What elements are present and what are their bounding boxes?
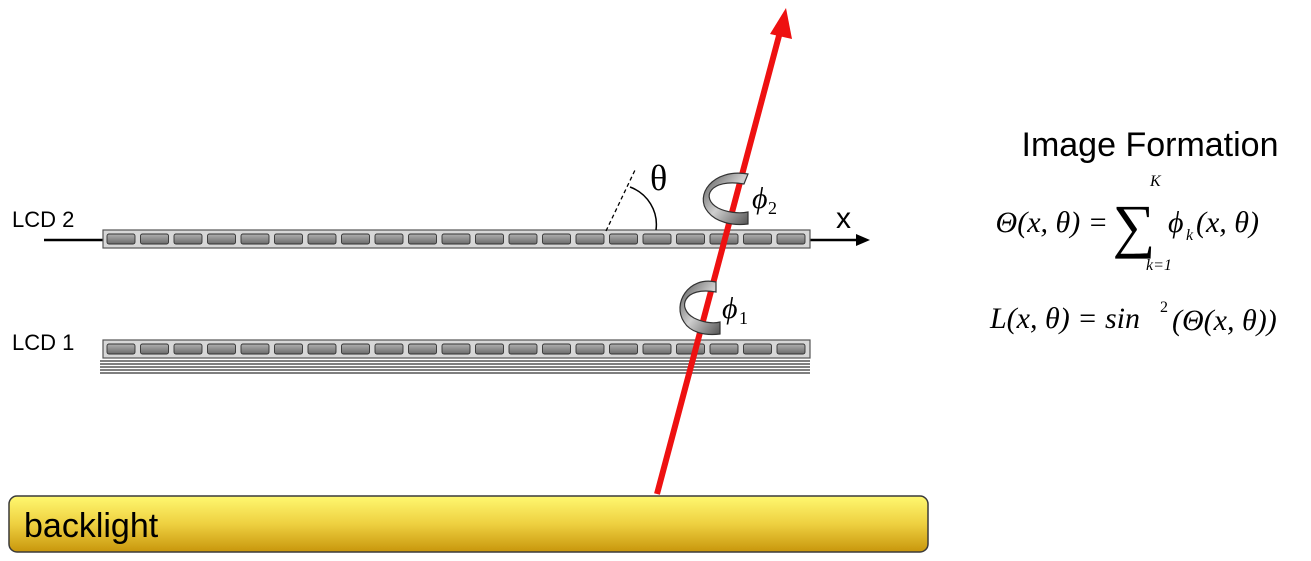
phi1-rotation-arrow-icon (679, 280, 721, 336)
x-axis-label: x (836, 202, 851, 235)
lcd2-pixel (240, 233, 270, 245)
lcd2-pixel (575, 233, 605, 245)
lcd1-pixel (475, 343, 504, 355)
phi1-subscript: 1 (739, 308, 748, 328)
lcd2-pixel (173, 233, 203, 245)
lcd1-pixel (207, 343, 236, 355)
eq1-term-args: (x, θ) (1196, 206, 1259, 239)
eq1-term: ϕ (1168, 206, 1184, 239)
lcd1-pixel (776, 343, 806, 355)
light-ray (654, 8, 792, 495)
phi2-subscript: 2 (768, 198, 777, 218)
lcd2-pixel (207, 233, 236, 245)
equation-luminance: L(x, θ) = sin 2 (Θ(x, θ)) (989, 299, 1277, 337)
lcd1-pixel (743, 343, 772, 355)
lcd1-pixel (676, 343, 705, 355)
lcd1-pixel (508, 343, 538, 355)
lcd1-pixel (709, 343, 739, 355)
lcd2-pixel (542, 233, 571, 245)
lcd2-pixel (140, 233, 169, 245)
lcd1-pixel (609, 343, 638, 355)
lcd1-pixel (106, 343, 136, 355)
lcd2-pixel (676, 233, 705, 245)
lcd2-pixel-row (106, 233, 806, 245)
lcd2-pixel (374, 233, 404, 245)
lcd2-panel (102, 229, 811, 249)
lcd1-pixel (542, 343, 571, 355)
lcd2-pixel (274, 233, 303, 245)
lcd1-pixel (341, 343, 370, 355)
lcd1-pixel (575, 343, 605, 355)
eq1-upper-limit: K (1149, 173, 1162, 190)
lcd2-label: LCD 2 (12, 207, 74, 232)
eq2-rhs: (Θ(x, θ)) (1172, 304, 1277, 337)
image-formation-panel: Image Formation Θ(x, θ) = ∑ K k=1 ϕ k (x… (989, 126, 1279, 337)
theta-angle: θ (605, 158, 667, 232)
lcd1-pixel (642, 343, 672, 355)
equation-theta: Θ(x, θ) = ∑ K k=1 ϕ k (x, θ) (996, 173, 1260, 274)
eq2-exponent: 2 (1160, 299, 1168, 316)
lcd1-pixel-row (106, 343, 806, 355)
lcd1-pixel (307, 343, 337, 355)
lcd2-pixel (776, 233, 806, 245)
phi2-symbol: ϕ (752, 182, 768, 215)
lcd2-pixel (475, 233, 504, 245)
eq1-lower-limit: k=1 (1146, 257, 1172, 274)
lcd2-pixel (743, 233, 772, 245)
lcd2-pixel (307, 233, 337, 245)
panel-title: Image Formation (1022, 126, 1279, 164)
lcd1-pixel (173, 343, 203, 355)
lcd1-pixel (240, 343, 270, 355)
lcd1-panel (100, 339, 811, 374)
lcd1-pixel (441, 343, 471, 355)
phi2-rotation-arrow-icon (702, 172, 749, 226)
lcd2-pixel (441, 233, 471, 245)
backlight-label: backlight (24, 507, 159, 545)
eq1-sum-symbol: ∑ (1113, 193, 1156, 259)
theta-label: θ (650, 158, 667, 198)
lcd1-label: LCD 1 (12, 330, 74, 355)
lcd2-pixel (341, 233, 370, 245)
lcd1-polarizer-layers (100, 360, 810, 374)
lcd2-pixel (106, 233, 136, 245)
lcd2-pixel (609, 233, 638, 245)
eq2-lhs: L(x, θ) = sin (989, 302, 1140, 335)
phi1-symbol: ϕ (722, 292, 738, 325)
lcd1-pixel (374, 343, 404, 355)
eq1-lhs: Θ(x, θ) = (996, 206, 1108, 239)
lcd1-pixel (140, 343, 169, 355)
eq1-term-subscript: k (1186, 227, 1194, 244)
backlight: backlight (8, 495, 929, 553)
lcd1-pixel (274, 343, 303, 355)
lcd2-pixel (508, 233, 538, 245)
lcd1-pixel (408, 343, 437, 355)
lcd2-pixel (408, 233, 437, 245)
lcd2-pixel (642, 233, 672, 245)
